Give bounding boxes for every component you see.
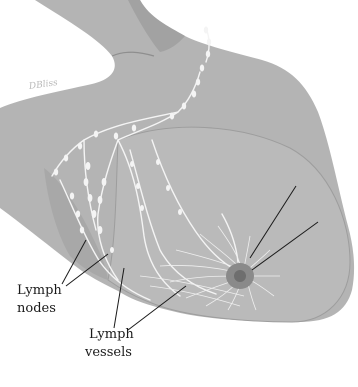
nipple (234, 270, 246, 282)
lymph-vessels-label-line2: vessels (85, 345, 132, 361)
lymph-nodes-label: Lymph (17, 283, 62, 299)
lymph-vessels-label: Lymph (89, 327, 134, 343)
lymph-nodes-label-line2: nodes (17, 301, 56, 317)
